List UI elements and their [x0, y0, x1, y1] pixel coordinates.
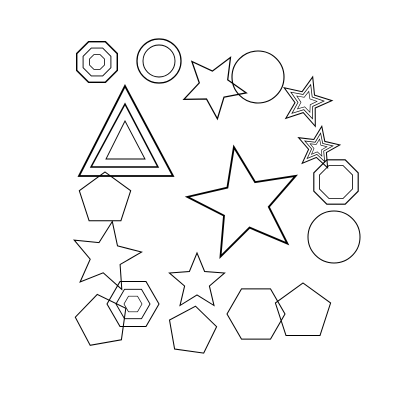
concentric-circles-top — [136, 38, 182, 84]
circle-top-right — [231, 50, 285, 104]
star-top-center — [182, 56, 248, 121]
star-ring-1 — [297, 124, 342, 170]
nested-octagons-right — [313, 159, 359, 205]
star-left-lower — [73, 220, 143, 291]
octagon-ring-3 — [89, 54, 105, 70]
star-ring-2 — [303, 132, 334, 163]
pentagon-bottom-center — [168, 305, 218, 354]
hexagon-ring-3 — [123, 295, 143, 313]
star-ring-1 — [283, 75, 334, 128]
pentagon-bottom-left — [74, 293, 127, 346]
octagon-ring-1 — [75, 41, 119, 84]
pentagon-bottom-right — [274, 282, 332, 336]
star-outline — [184, 144, 298, 259]
octagon-ring-2 — [318, 164, 354, 200]
circle-ring-2 — [142, 44, 176, 78]
circle-outline — [231, 50, 285, 104]
star-outline — [168, 251, 226, 307]
pentagon-outline — [78, 171, 132, 222]
nested-stars-right-middle — [297, 124, 342, 170]
star-outline — [73, 220, 143, 291]
nested-hexagons-bottom-left — [106, 281, 160, 327]
hexagon-ring-2 — [115, 288, 151, 320]
pentagon-outline — [274, 282, 332, 336]
pentagon-outline — [74, 293, 127, 346]
pentagon-outline — [168, 305, 218, 354]
star-ring-3 — [296, 90, 318, 114]
hexagon-outline — [226, 288, 286, 340]
nested-stars-right-upper — [283, 75, 334, 128]
large-star-center — [184, 144, 298, 259]
triangle-ring-3 — [105, 120, 146, 160]
circle-outline — [307, 210, 361, 264]
circle-ring-1 — [136, 38, 182, 84]
nested-octagons-top-left — [75, 41, 119, 84]
star-ring-2 — [290, 83, 325, 120]
star-lower-center — [168, 251, 226, 307]
hexagon-bottom-right — [226, 288, 286, 340]
triangle-ring-1 — [77, 84, 175, 177]
nested-triangles-left — [77, 84, 175, 177]
star-outline — [182, 56, 248, 121]
pentagon-left — [78, 171, 132, 222]
hexagon-ring-1 — [106, 281, 160, 327]
star-ring-3 — [309, 138, 328, 157]
octagon-ring-1 — [313, 159, 359, 205]
circle-right — [307, 210, 361, 264]
shapes-layer — [73, 38, 361, 354]
octagon-ring-2 — [82, 47, 112, 77]
triangle-ring-2 — [89, 102, 160, 168]
